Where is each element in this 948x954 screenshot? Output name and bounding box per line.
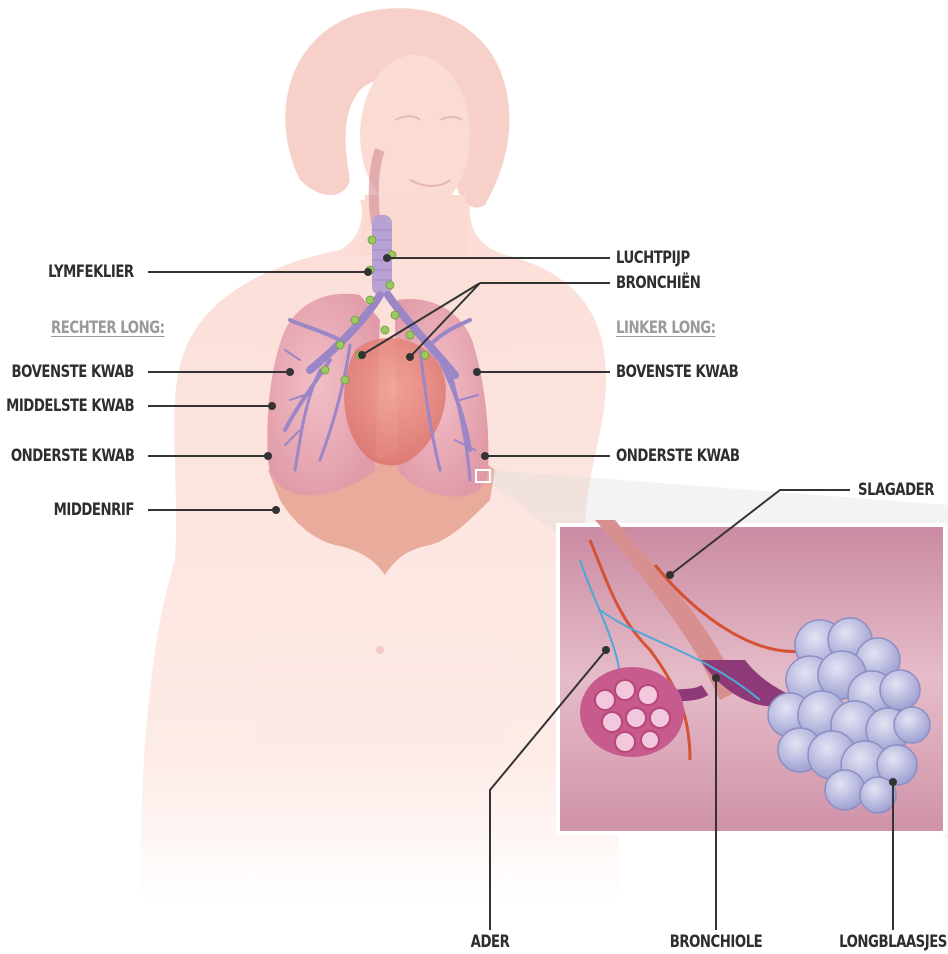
heading-linker-long: LINKER LONG: [616,318,716,338]
label-slagader: SLAGADER [858,480,934,500]
label-bronchien: BRONCHIËN [616,273,700,293]
label-lymfeklier: LYMFEKLIER [48,262,134,282]
heading-rechter-long: RECHTER LONG: [51,318,164,338]
label-longblaasjes: LONGBLAASJES [830,932,948,952]
label-bronchiole: BRONCHIOLE [661,932,770,952]
alveoli-left [580,667,684,757]
label-onderste-kwab-rechts: ONDERSTE KWAB [10,446,134,466]
label-ader: ADER [451,932,529,952]
label-onderste-kwab-links: ONDERSTE KWAB [616,446,740,466]
label-luchtpijp: LUCHTPIJP [616,248,690,268]
label-middenrif: MIDDENRIF [54,500,134,520]
label-middelste-kwab: MIDDELSTE KWAB [6,396,134,416]
label-bovenste-kwab-links: BOVENSTE KWAB [616,362,738,382]
label-bovenste-kwab-rechts: BOVENSTE KWAB [12,362,134,382]
inset-panel [558,520,945,833]
